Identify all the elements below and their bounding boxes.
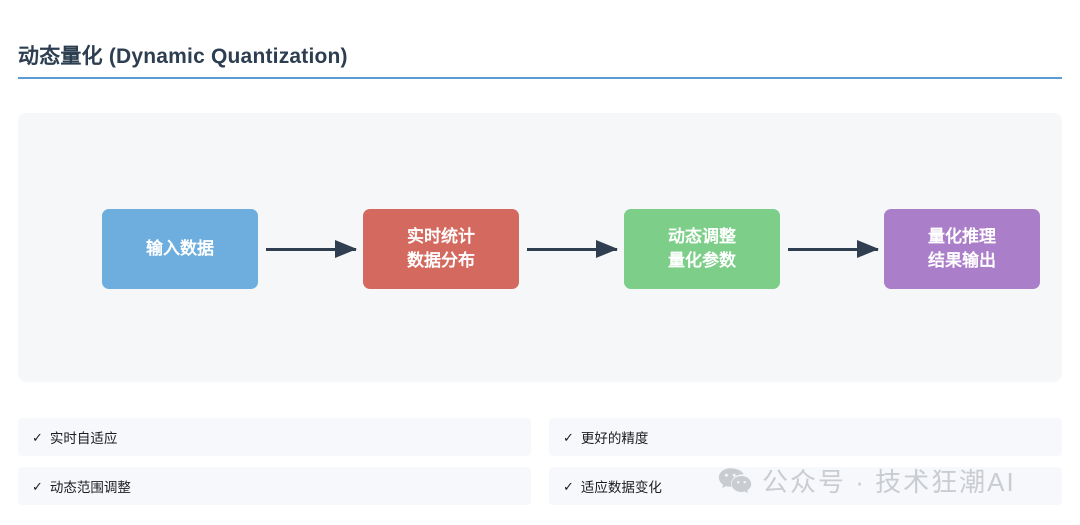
title-underline-rule — [18, 77, 1062, 79]
feature-row: ✓ 动态范围调整 ✓ 适应数据变化 — [18, 467, 1062, 505]
feature-item-label: 实时自适应 — [49, 431, 118, 446]
feature-item-label: 更好的精度 — [580, 431, 649, 446]
flow-node-label-line: 实时统计 — [407, 226, 475, 246]
flow-node-label-line: 结果输出 — [928, 251, 996, 270]
check-icon: ✓ — [563, 429, 574, 445]
feature-item-dynamic-range[interactable]: ✓ 动态范围调整 — [18, 467, 531, 505]
feature-row: ✓ 实时自适应 ✓ 更好的精度 — [18, 418, 1062, 456]
feature-item-label: 适应数据变化 — [580, 480, 662, 495]
flow-diagram-panel: 输入数据 实时统计 数据分布 动态调整 量化参数 量化推理 — [18, 113, 1062, 382]
flow-node-label-line: 输入数据 — [146, 238, 214, 258]
arrow-shaft — [527, 248, 617, 251]
arrow-head-icon — [335, 240, 357, 258]
arrow-shaft — [266, 248, 356, 251]
flow-node-input-data[interactable]: 输入数据 — [102, 209, 258, 289]
flow-arrow-2 — [527, 240, 618, 258]
flow-node-label-line: 量化参数 — [668, 251, 736, 270]
feature-item-better-accuracy[interactable]: ✓ 更好的精度 — [549, 418, 1062, 456]
feature-grid: ✓ 实时自适应 ✓ 更好的精度 ✓ 动态范围调整 ✓ 适应数据变化 — [18, 418, 1062, 505]
flow-node-label-line: 量化推理 — [928, 226, 996, 246]
flow-node-dynamic-adjust[interactable]: 动态调整 量化参数 — [624, 209, 780, 289]
feature-item-label: 动态范围调整 — [49, 480, 131, 495]
flow-arrow-1 — [266, 240, 357, 258]
feature-item-adapt-data-change[interactable]: ✓ 适应数据变化 — [549, 467, 1062, 505]
flow-node-quantized-output[interactable]: 量化推理 结果输出 — [884, 209, 1040, 289]
flow-node-realtime-stats[interactable]: 实时统计 数据分布 — [363, 209, 519, 289]
flow-row: 输入数据 实时统计 数据分布 动态调整 量化参数 量化推理 — [18, 209, 1062, 289]
arrow-head-icon — [857, 240, 879, 258]
check-icon: ✓ — [32, 429, 43, 445]
check-icon: ✓ — [563, 478, 574, 494]
page-title: 动态量化 (Dynamic Quantization) — [18, 45, 348, 68]
feature-item-realtime-adaptive[interactable]: ✓ 实时自适应 — [18, 418, 531, 456]
arrow-shaft — [788, 248, 878, 251]
flow-node-label-line: 数据分布 — [407, 251, 475, 270]
flow-node-label-line: 动态调整 — [668, 226, 736, 246]
flow-arrow-3 — [788, 240, 879, 258]
arrow-head-icon — [596, 240, 618, 258]
check-icon: ✓ — [32, 478, 43, 494]
